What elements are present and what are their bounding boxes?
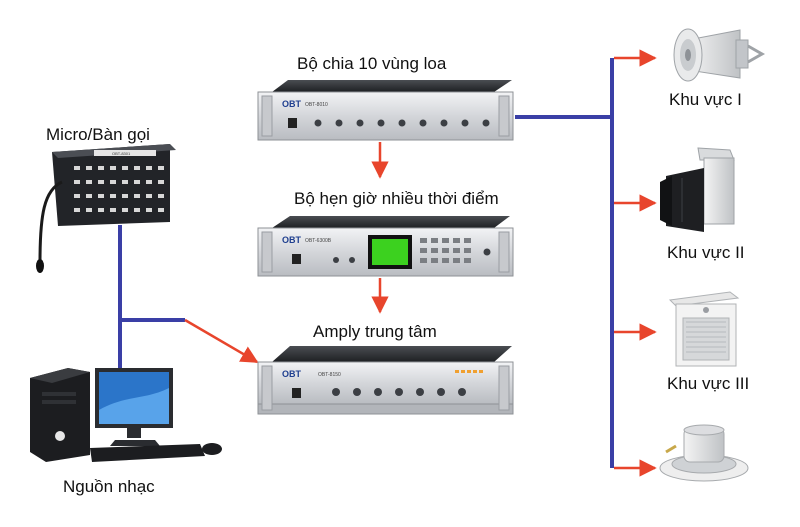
splitter-label: Bộ chia 10 vùng loa: [297, 54, 447, 73]
amp-vu-leds: [455, 370, 483, 373]
zone1-label: Khu vực I: [669, 90, 742, 109]
zone2-label: Khu vực II: [667, 243, 745, 262]
timer-label: Bộ hẹn giờ nhiều thời điểm: [294, 189, 499, 208]
amp-brand: OBT: [282, 369, 302, 379]
splitter-knobs: [314, 119, 490, 127]
paging-mic-icon: OBT-8301: [36, 144, 176, 273]
amplifier-device: OBT OBT-8150: [257, 346, 514, 415]
box-speaker-icon: [660, 147, 735, 232]
desktop-computer-icon: [30, 368, 222, 462]
splitter-power-switch: [288, 118, 297, 128]
zone3-label: Khu vực III: [667, 374, 750, 393]
amplifier-label: Amply trung tâm: [313, 322, 437, 341]
amp-model: OBT-8150: [318, 372, 341, 378]
splitter-brand: OBT: [282, 99, 302, 109]
ceiling-speaker-icon: [659, 424, 749, 482]
mic-buttons: [74, 166, 164, 212]
arrows: [184, 49, 657, 477]
music-source-label: Nguồn nhạc: [63, 477, 155, 496]
amp-knobs: [332, 388, 466, 396]
timer-device: OBT OBT-6300B: [257, 216, 514, 277]
timer-buttons: [420, 238, 471, 263]
mic-label: Micro/Bàn gọi: [46, 125, 150, 144]
wiring: [118, 58, 614, 468]
arrow-mic-to-amp: [184, 318, 259, 364]
timer-lcd: [372, 239, 408, 265]
timer-brand: OBT: [282, 235, 302, 245]
timer-power-switch: [292, 254, 301, 264]
amp-power-switch: [292, 388, 301, 398]
horn-speaker-icon: [673, 28, 766, 82]
splitter-device: OBT OBT-8010: [257, 80, 514, 141]
mic-model: OBT-8301: [112, 151, 131, 156]
wall-speaker-icon: [668, 291, 740, 367]
splitter-model: OBT-8010: [305, 102, 328, 108]
timer-model: OBT-6300B: [305, 238, 332, 244]
